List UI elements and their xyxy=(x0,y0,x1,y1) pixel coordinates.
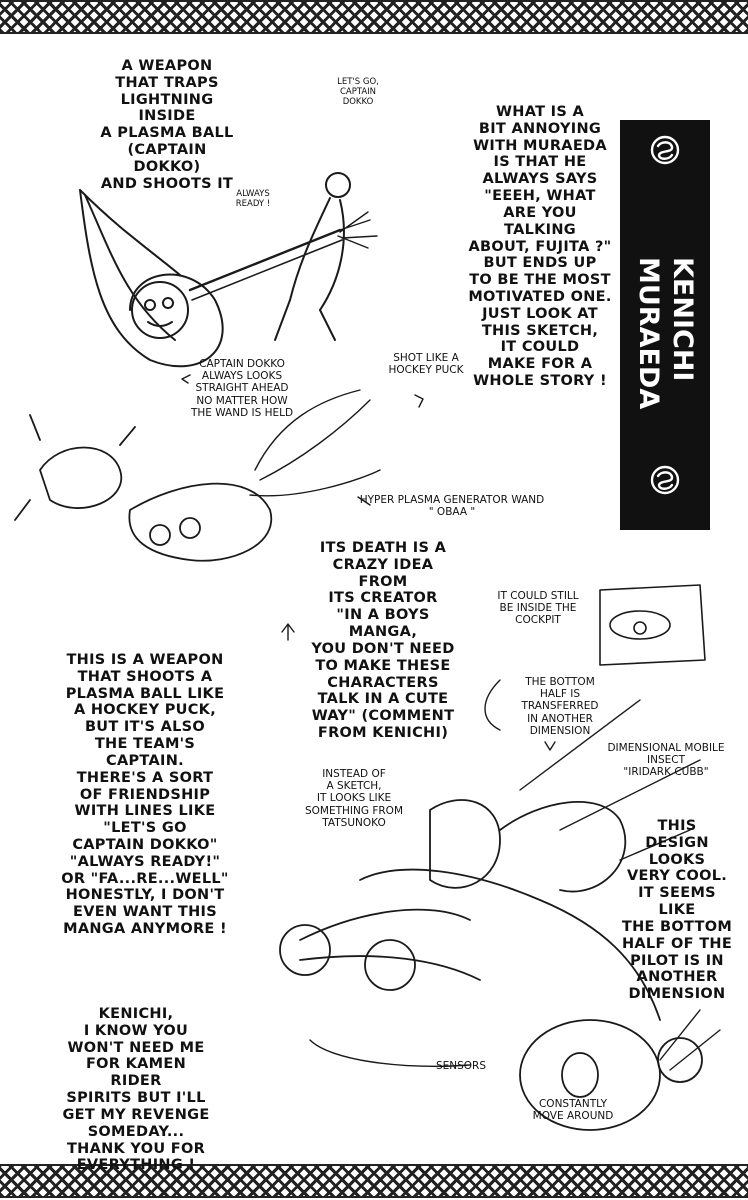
plasma-ball-sketch xyxy=(14,389,381,562)
note-hockey-puck: SHOT LIKE A HOCKEY PUCK xyxy=(388,352,464,377)
artist-name-line2: MURAEDA xyxy=(633,256,664,410)
note-cockpit: IT COULD STILL BE INSIDE THE COCKPIT xyxy=(497,590,579,627)
note-design-cool: THIS DESIGN LOOKS VERY COOL. IT SEEMS LI… xyxy=(621,818,733,1003)
top-decorative-border xyxy=(0,0,748,34)
note-instead-sketch: INSTEAD OF A SKETCH, IT LOOKS LIKE SOMET… xyxy=(304,768,404,829)
note-death-idea: ITS DEATH IS A CRAZY IDEA FROM ITS CREAT… xyxy=(311,540,455,741)
note-kenichi-thanks: KENICHI, I KNOW YOU WON'T NEED ME FOR KA… xyxy=(62,1006,210,1174)
note-weapon-traps: A WEAPON THAT TRAPS LIGHTNING INSIDE A P… xyxy=(100,58,234,192)
note-bottom-half: THE BOTTOM HALF IS TRANSFERRED IN ANOTHE… xyxy=(521,676,599,737)
bottom-decorative-border xyxy=(0,1164,748,1198)
note-captain-looks: CAPTAIN DOKKO ALWAYS LOOKS STRAIGHT AHEA… xyxy=(190,358,294,419)
note-sensors: SENSORS xyxy=(435,1060,487,1072)
note-wand-name: HYPER PLASMA GENERATOR WAND " OBAA " xyxy=(359,494,545,519)
artist-name-line1: KENICHI xyxy=(667,256,698,382)
captain-dokko-sketch xyxy=(79,172,378,368)
insect-mecha-sketch xyxy=(279,699,721,1131)
note-lets-go: LET'S GO, CAPTAIN DOKKO xyxy=(337,77,379,107)
note-move-around: CONSTANTLY MOVE AROUND xyxy=(532,1098,614,1123)
swirl-emblem-icon xyxy=(650,465,680,495)
note-annoying: WHAT IS A BIT ANNOYING WITH MURAEDA IS T… xyxy=(468,104,612,389)
note-always-ready: ALWAYS READY ! xyxy=(235,189,271,209)
cockpit-sketch xyxy=(599,584,706,666)
note-weapon-shoots: THIS IS A WEAPON THAT SHOOTS A PLASMA BA… xyxy=(61,652,229,937)
note-insect-name: DIMENSIONAL MOBILE INSECT "IRIDARK CUBB" xyxy=(607,742,725,779)
swirl-emblem-icon xyxy=(650,135,680,165)
arrow-marks xyxy=(181,374,556,1067)
